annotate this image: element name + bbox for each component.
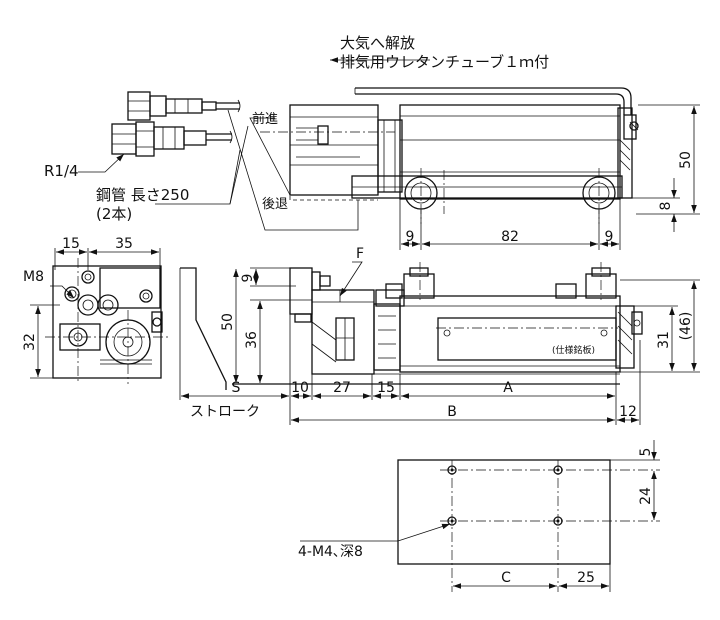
- note-two-pcs: (2本): [96, 205, 132, 223]
- dim-bot-25: 25: [577, 570, 595, 586]
- dim-top-9a: 9: [406, 229, 415, 245]
- note-m8: M8: [23, 269, 44, 285]
- dim-a: A: [503, 380, 513, 396]
- dim-right-46: (46): [678, 312, 694, 341]
- side-view: [179, 261, 700, 425]
- dim-left-32: 32: [22, 333, 38, 351]
- end-view: [30, 248, 170, 384]
- dim-mid-36: 36: [244, 331, 260, 349]
- dim-15: 15: [377, 380, 395, 396]
- dim-left-35: 35: [115, 236, 133, 252]
- note-f: F: [356, 246, 364, 262]
- dim-top-8: 8: [658, 202, 674, 211]
- dim-27: 27: [333, 380, 351, 396]
- dim-c: C: [501, 570, 511, 586]
- labels: 大気へ解放 排気用ウレタンチューブ１ｍ付 前進 後退 R1/4 鋼管 長さ250…: [22, 34, 694, 586]
- dim-top-9b: 9: [605, 229, 614, 245]
- note-stroke: ストローク: [190, 404, 260, 420]
- dim-b: B: [447, 404, 457, 420]
- dim-right-31: 31: [656, 331, 672, 349]
- top-view: [78, 57, 700, 250]
- note-forward: 前進: [252, 111, 278, 127]
- dim-bot-5: 5: [638, 448, 654, 457]
- dim-s: S: [232, 380, 241, 396]
- dim-left-15: 15: [62, 236, 80, 252]
- note-r14: R1/4: [44, 162, 79, 180]
- dim-12: 12: [619, 404, 637, 420]
- note-exhaust-1: 大気へ解放: [340, 34, 415, 52]
- dim-mid-50: 50: [220, 313, 236, 331]
- note-backward: 後退: [262, 197, 288, 212]
- bottom-view: [300, 440, 660, 592]
- dim-10: 10: [291, 380, 309, 396]
- pipe-fittings: [111, 91, 241, 157]
- dim-bot-24: 24: [638, 487, 654, 505]
- note-tapped-holes: 4-M4､深8: [298, 544, 363, 560]
- dim-top-50: 50: [678, 151, 694, 169]
- dim-mid-9: 9: [240, 274, 256, 283]
- note-steel-pipe: 鋼管 長さ250: [96, 186, 189, 204]
- dim-top-82: 82: [501, 229, 519, 245]
- note-spec-plate: (仕様銘板): [552, 344, 595, 356]
- note-exhaust-2: 排気用ウレタンチューブ１ｍ付: [340, 53, 549, 71]
